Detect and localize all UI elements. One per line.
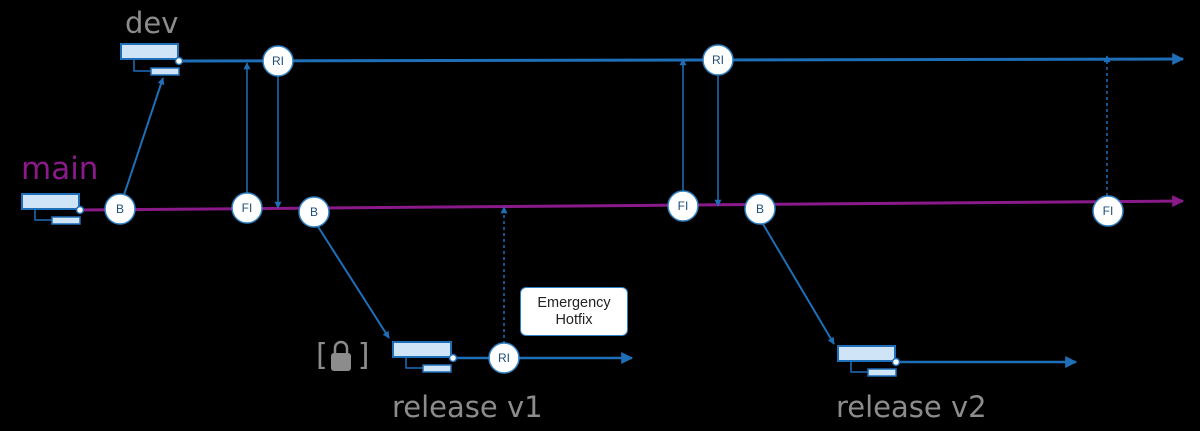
callout-line-2: Hotfix	[555, 311, 593, 328]
release-v2-branch-label: release v2	[836, 390, 987, 424]
svg-text:B: B	[310, 205, 318, 219]
branch-arrow-main-to-release-v2	[762, 223, 835, 345]
dev-branch-line	[179, 53, 1185, 66]
lock-bracket-close: ]	[357, 338, 370, 373]
node-ri-1: RI	[262, 45, 294, 77]
svg-text:FI: FI	[242, 201, 253, 215]
release-v1-branch-label: release v1	[392, 390, 543, 424]
node-fi-2: FI	[667, 190, 699, 222]
lock-brackets: []	[316, 341, 369, 371]
svg-text:B: B	[116, 202, 124, 216]
callout-line-1: Emergency	[537, 294, 611, 311]
node-fi-1: FI	[231, 192, 263, 224]
svg-text:B: B	[756, 202, 764, 216]
branch-icon-main	[21, 193, 85, 225]
node-b-release-v1: B	[298, 196, 330, 228]
node-ri-2: RI	[702, 44, 734, 76]
lock-icon	[331, 340, 351, 371]
branch-icon-release-v2	[837, 345, 901, 377]
svg-text:FI: FI	[1103, 204, 1114, 218]
branch-icon-dev	[120, 43, 184, 76]
main-branch-label: main	[21, 151, 99, 187]
node-ri-hotfix: RI	[488, 342, 520, 374]
main-branch-line	[79, 195, 1185, 212]
node-b-main-dev: B	[104, 193, 136, 225]
branch-arrow-main-to-dev	[123, 77, 165, 196]
svg-text:RI: RI	[498, 351, 510, 365]
branch-icon-release-v1	[392, 341, 458, 373]
branch-arrow-main-to-release-v1	[316, 224, 390, 339]
node-b-release-v2: B	[744, 193, 776, 225]
svg-text:FI: FI	[678, 199, 689, 213]
svg-text:RI: RI	[272, 54, 284, 68]
lock-bracket-open: [	[316, 338, 328, 373]
node-fi-3: FI	[1092, 195, 1124, 227]
emergency-hotfix-callout: Emergency Hotfix	[520, 287, 628, 336]
svg-text:RI: RI	[712, 53, 724, 67]
dev-branch-label: dev	[125, 6, 179, 40]
